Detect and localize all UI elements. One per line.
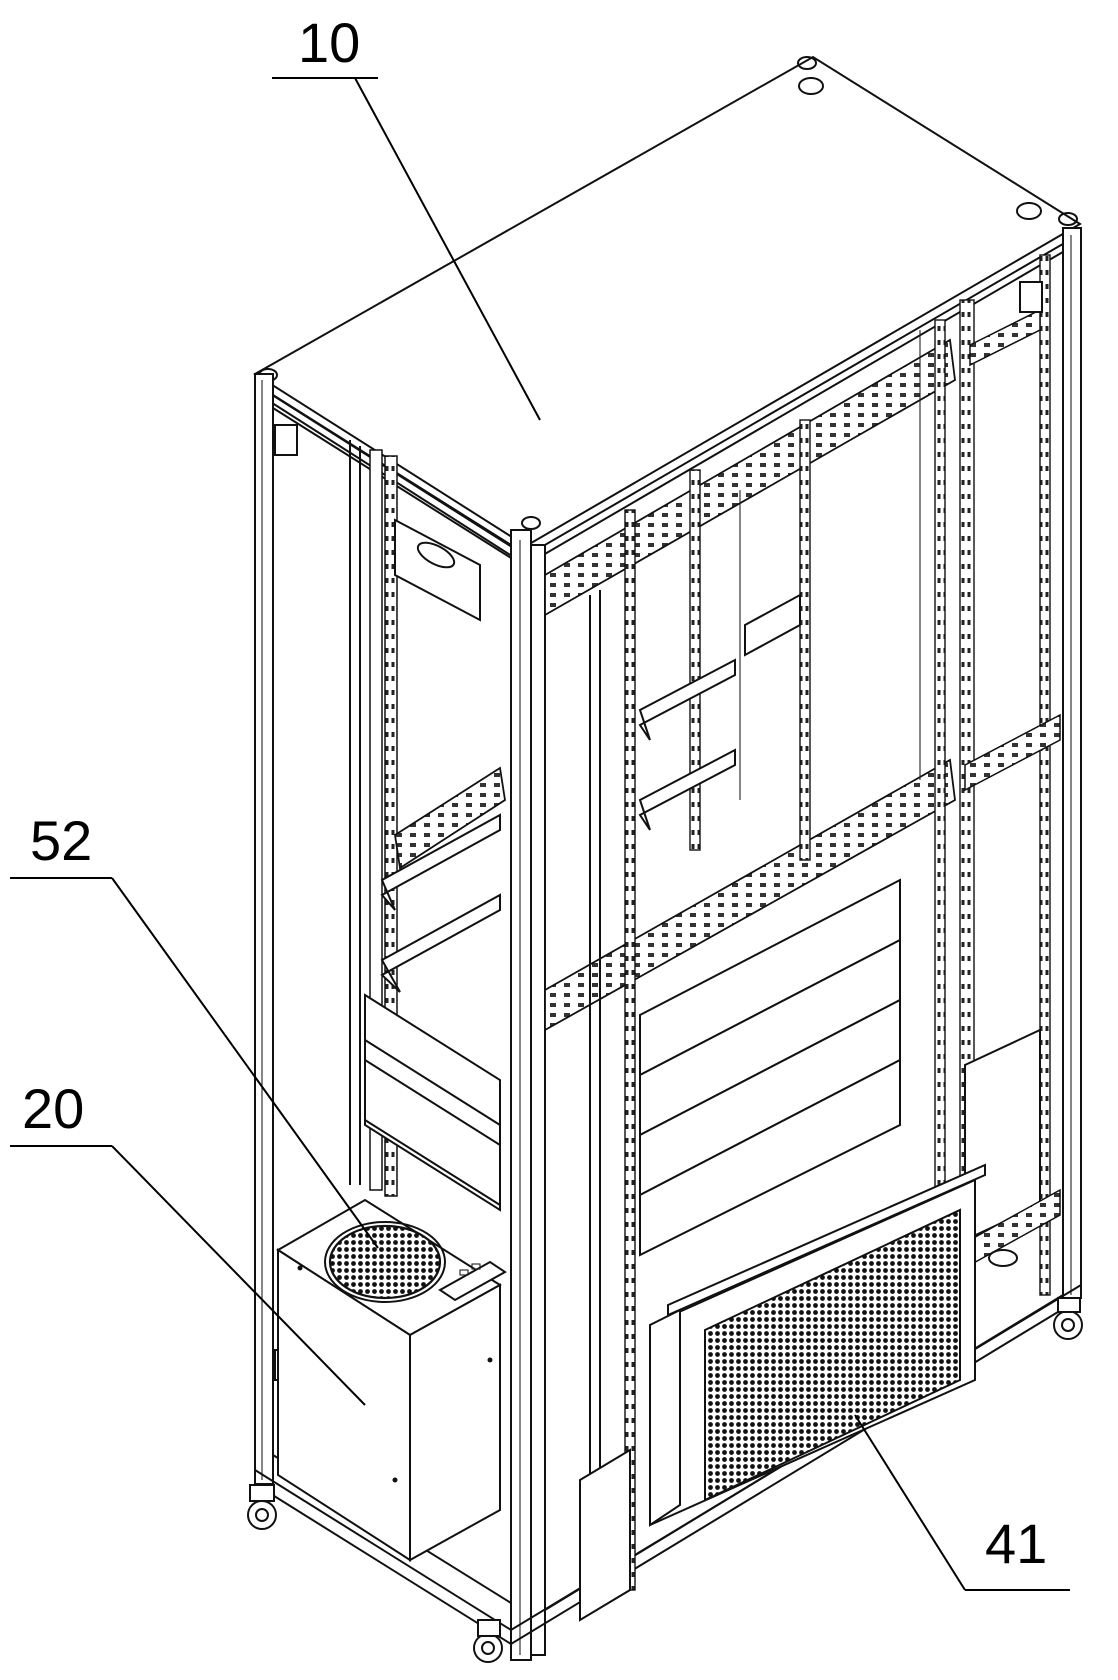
cabinet-frame — [253, 55, 1082, 1661]
grille-41 — [704, 1208, 961, 1502]
callout-10: 10 — [298, 11, 360, 74]
air-conditioner-unit — [276, 1198, 507, 1562]
callout-52: 52 — [30, 809, 92, 872]
fan-grille-52 — [328, 1224, 442, 1300]
callout-41: 41 — [985, 1512, 1047, 1575]
top-panel — [253, 55, 1082, 548]
heat-exchanger-unit — [649, 1163, 986, 1527]
callout-20: 20 — [22, 1077, 84, 1140]
left-interior — [274, 424, 506, 1381]
callouts: 10 52 20 41 — [10, 11, 1070, 1591]
casters — [247, 1297, 1083, 1663]
front-interior — [544, 254, 1061, 1622]
